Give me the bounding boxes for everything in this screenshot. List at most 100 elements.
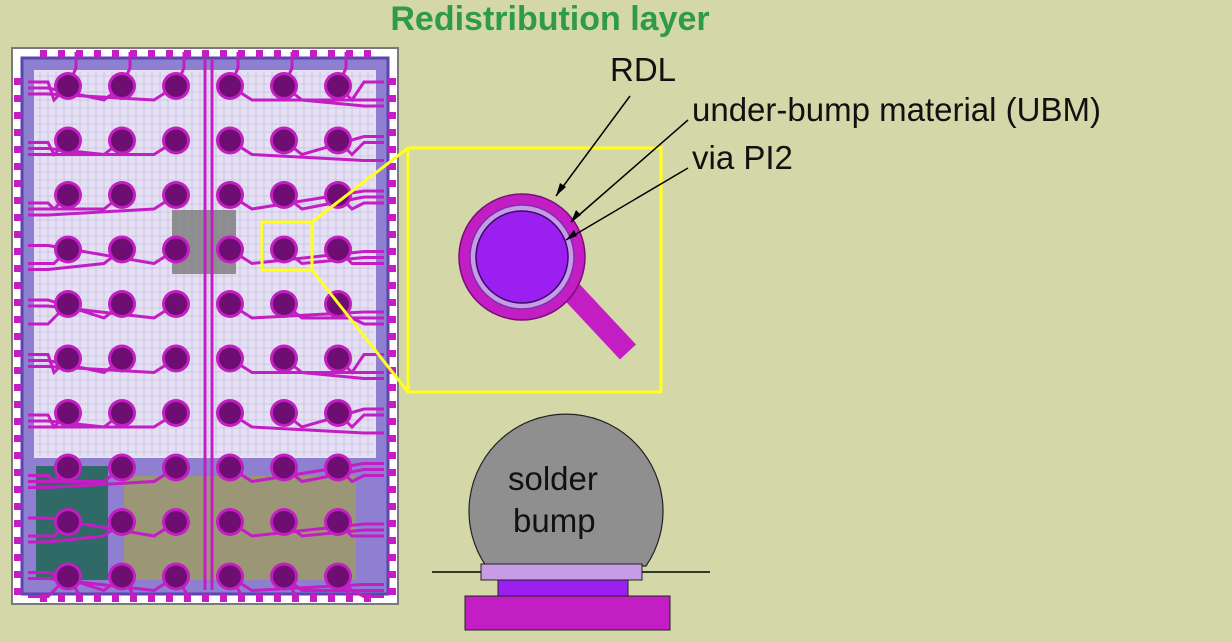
zoom-connector-top xyxy=(311,146,409,224)
bump-via xyxy=(57,184,79,206)
bond-pad xyxy=(388,401,396,408)
bump-via xyxy=(165,402,187,424)
bond-pad xyxy=(14,197,22,204)
bond-pad xyxy=(256,50,263,58)
bump-via xyxy=(327,184,349,206)
bump-via xyxy=(273,184,295,206)
bump-via xyxy=(111,511,133,533)
bond-pad xyxy=(388,571,396,578)
bond-pad xyxy=(14,588,22,595)
bond-pad xyxy=(76,594,83,602)
bump-via xyxy=(327,238,349,261)
bump-via xyxy=(219,75,241,97)
bond-pad xyxy=(388,214,396,221)
bond-pad xyxy=(346,50,353,58)
bump-via xyxy=(327,347,349,370)
bump-via xyxy=(327,129,349,152)
bond-pad xyxy=(14,163,22,170)
via-label: via PI2 xyxy=(692,139,793,176)
arrow-rdl-head xyxy=(556,183,566,196)
bump-via xyxy=(165,347,187,370)
bond-pad xyxy=(364,594,371,602)
bond-pad xyxy=(388,469,396,476)
bond-pad xyxy=(14,537,22,544)
bond-pad xyxy=(94,50,101,58)
bond-pad xyxy=(388,554,396,561)
bond-pad xyxy=(14,350,22,357)
bond-pad xyxy=(388,112,396,119)
die-layout xyxy=(11,47,399,605)
bond-pad xyxy=(14,265,22,272)
bond-pad xyxy=(238,594,245,602)
bond-pad xyxy=(112,50,119,58)
bump-via xyxy=(57,456,79,479)
bond-pad xyxy=(388,282,396,289)
bond-pad xyxy=(14,299,22,306)
bump-via xyxy=(327,456,349,479)
bump-via xyxy=(111,347,133,370)
bump-via xyxy=(111,565,133,588)
bond-pad xyxy=(40,50,47,58)
bond-pad xyxy=(14,418,22,425)
bump-via xyxy=(219,129,241,152)
bond-pad xyxy=(388,248,396,255)
bond-pad xyxy=(148,594,155,602)
bond-pad xyxy=(202,594,209,602)
bond-pad xyxy=(292,594,299,602)
bond-pad xyxy=(184,50,191,58)
bond-pad xyxy=(388,316,396,323)
bump-via xyxy=(327,75,349,97)
bond-pad xyxy=(388,95,396,102)
bump-array xyxy=(54,72,352,591)
bond-pad xyxy=(14,486,22,493)
bond-pad xyxy=(14,282,22,289)
bond-pad xyxy=(220,594,227,602)
rdl-layer xyxy=(464,595,671,631)
bond-pad xyxy=(14,520,22,527)
bond-pad xyxy=(14,214,22,221)
zoom-connector-bottom xyxy=(310,269,410,393)
bump-via xyxy=(57,129,79,152)
bump-via xyxy=(273,238,295,261)
solder-bump xyxy=(468,413,664,567)
bond-pad xyxy=(14,384,22,391)
solder-bump-label-line1: solder xyxy=(508,460,598,497)
via-pi2 xyxy=(475,210,569,304)
bump-via xyxy=(111,129,133,152)
slide-title: Redistribution layer xyxy=(390,0,710,38)
bond-pad xyxy=(388,129,396,136)
zoom-panel xyxy=(406,95,689,394)
bond-pad xyxy=(14,95,22,102)
bump-via xyxy=(111,238,133,261)
bump-via xyxy=(219,184,241,206)
bump-via xyxy=(219,511,241,533)
bond-pad xyxy=(202,50,209,58)
bond-pad xyxy=(58,594,65,602)
bond-pad xyxy=(388,197,396,204)
bump-via xyxy=(273,129,295,152)
bond-pad xyxy=(130,594,137,602)
bond-pad xyxy=(130,50,137,58)
bump-via xyxy=(57,402,79,424)
bump-via xyxy=(165,456,187,479)
bump-via xyxy=(219,293,241,315)
bump-via xyxy=(111,184,133,206)
bond-pad xyxy=(14,333,22,340)
bump-via xyxy=(273,456,295,479)
bond-pad xyxy=(256,594,263,602)
bond-pad xyxy=(388,486,396,493)
bond-pad xyxy=(388,350,396,357)
bump-via xyxy=(273,75,295,97)
rdl-label: RDL xyxy=(610,51,677,88)
bond-pad xyxy=(14,554,22,561)
bond-pad xyxy=(14,452,22,459)
bump-via xyxy=(219,565,241,588)
bond-pad xyxy=(310,594,317,602)
bump-via xyxy=(327,402,349,424)
bond-pad xyxy=(388,265,396,272)
bump-via xyxy=(57,347,79,370)
bond-pad xyxy=(14,401,22,408)
bond-pad xyxy=(14,180,22,187)
bump-via xyxy=(57,75,79,97)
zoom-source-highlight xyxy=(260,220,314,272)
